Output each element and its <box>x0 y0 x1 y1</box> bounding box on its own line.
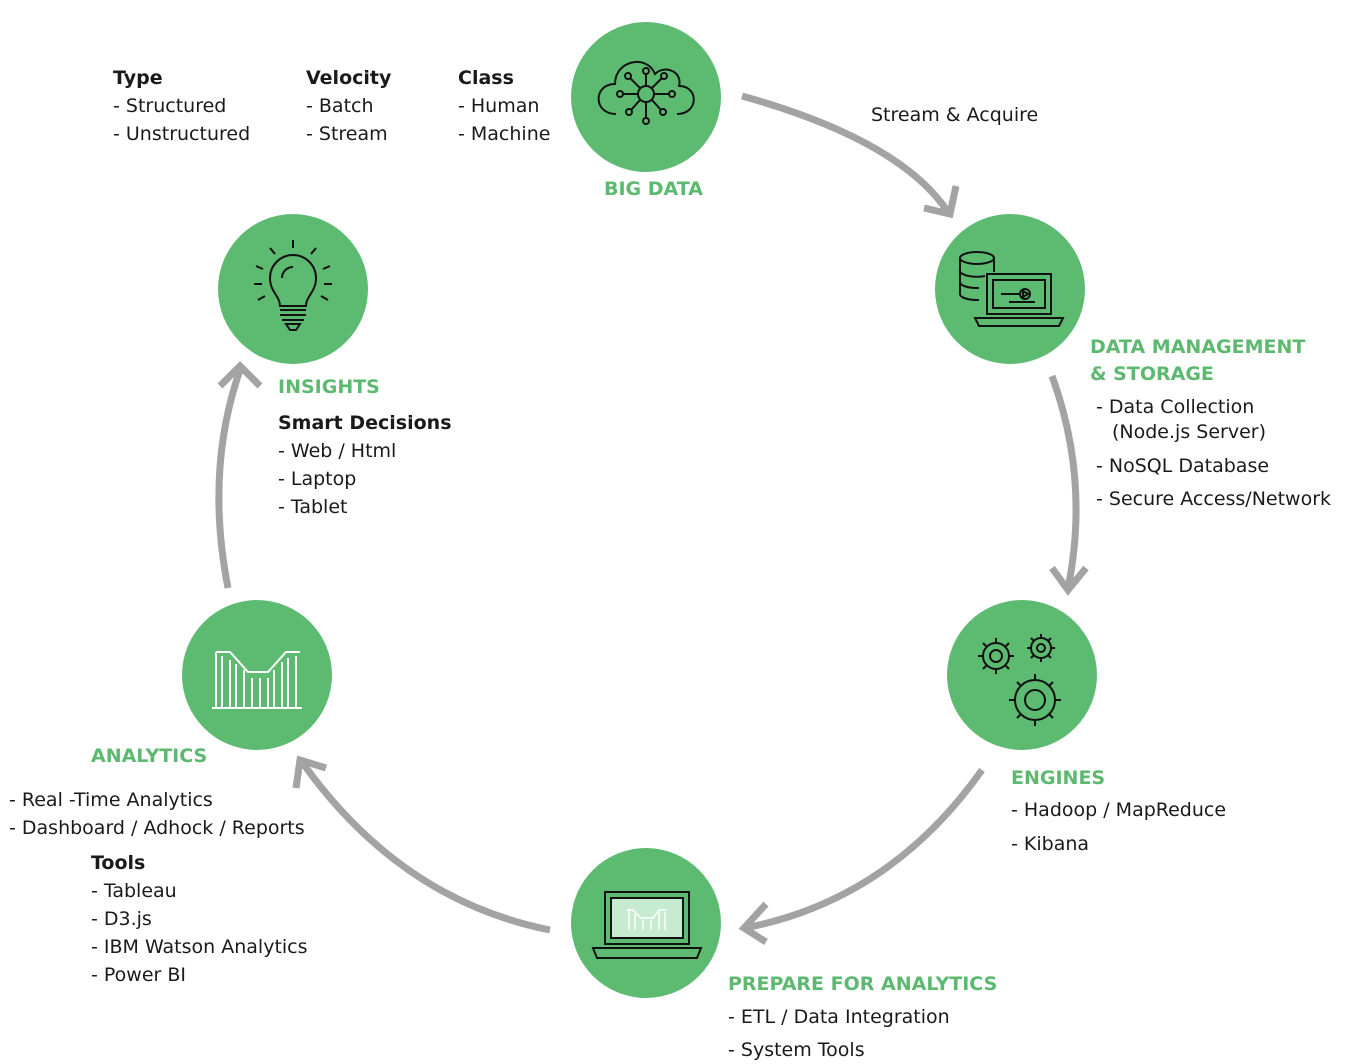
insights-node <box>218 214 368 364</box>
database-laptop-icon <box>958 251 1065 327</box>
lightbulb-icon <box>254 240 332 331</box>
tools-item: - IBM Watson Analytics <box>91 936 308 958</box>
arrow-engines-to-prepare <box>744 767 985 932</box>
arrow-storage-to-engines <box>1048 374 1080 589</box>
tools-item: - Tableau <box>91 880 177 902</box>
type-item: - Structured <box>113 95 227 117</box>
bar-line-chart-icon <box>212 651 302 709</box>
engines-item: - Kibana <box>1011 833 1090 855</box>
tools-heading: Tools <box>91 852 146 874</box>
data-management-title-line2: & STORAGE <box>1090 363 1214 385</box>
cloud-network-icon <box>597 61 695 125</box>
prepare-item: - System Tools <box>728 1039 865 1061</box>
data-management-node <box>935 214 1085 364</box>
data-management-item: - Secure Access/Network <box>1096 488 1332 510</box>
data-management-title-line1: DATA MANAGEMENT <box>1090 336 1306 358</box>
analytics-node <box>182 600 332 750</box>
insights-item: - Laptop <box>278 468 357 490</box>
class-heading: Class <box>458 67 514 89</box>
big-data-node <box>571 22 721 172</box>
type-item: - Unstructured <box>113 123 251 145</box>
prepare-item: - ETL / Data Integration <box>728 1006 950 1028</box>
insights-item: - Tablet <box>278 496 348 518</box>
arrow-head-analytics <box>292 755 328 789</box>
arrow-head-insights <box>217 361 263 389</box>
arrow-bigdata-to-storage <box>741 92 951 214</box>
insights-subheading: Smart Decisions <box>278 412 452 434</box>
arrow-prepare-to-analytics <box>299 759 551 934</box>
engines-title: ENGINES <box>1011 767 1106 789</box>
data-management-item: - NoSQL Database <box>1096 455 1270 477</box>
engines-item: - Hadoop / MapReduce <box>1011 799 1227 821</box>
type-heading: Type <box>113 67 163 89</box>
class-item: - Machine <box>458 123 551 145</box>
analytics-item: - Real -Time Analytics <box>9 789 213 811</box>
gears-icon <box>978 634 1061 726</box>
arrow-analytics-to-insights <box>215 368 244 589</box>
insights-title: INSIGHTS <box>278 376 380 398</box>
engines-node <box>947 600 1097 750</box>
prepare-node <box>571 848 721 998</box>
laptop-chart-icon <box>591 891 703 959</box>
velocity-item: - Batch <box>306 95 374 117</box>
arrow-head-storage <box>923 185 960 219</box>
analytics-item: - Dashboard / Adhock / Reports <box>9 817 305 839</box>
velocity-item: - Stream <box>306 123 388 145</box>
arrow-head-prepare <box>738 901 769 945</box>
analytics-title: ANALYTICS <box>91 745 208 767</box>
arrow-head-engines <box>1049 565 1089 596</box>
class-item: - Human <box>458 95 540 117</box>
tools-item: - Power BI <box>91 964 187 986</box>
big-data-title: BIG DATA <box>604 178 703 200</box>
data-management-item: - Data Collection <box>1096 396 1255 418</box>
tools-item: - D3.js <box>91 908 152 930</box>
velocity-heading: Velocity <box>306 67 392 89</box>
flow-label: Stream & Acquire <box>871 104 1039 126</box>
data-management-item: (Node.js Server) <box>1112 421 1266 443</box>
insights-item: - Web / Html <box>278 440 397 462</box>
prepare-title: PREPARE FOR ANALYTICS <box>728 973 998 995</box>
